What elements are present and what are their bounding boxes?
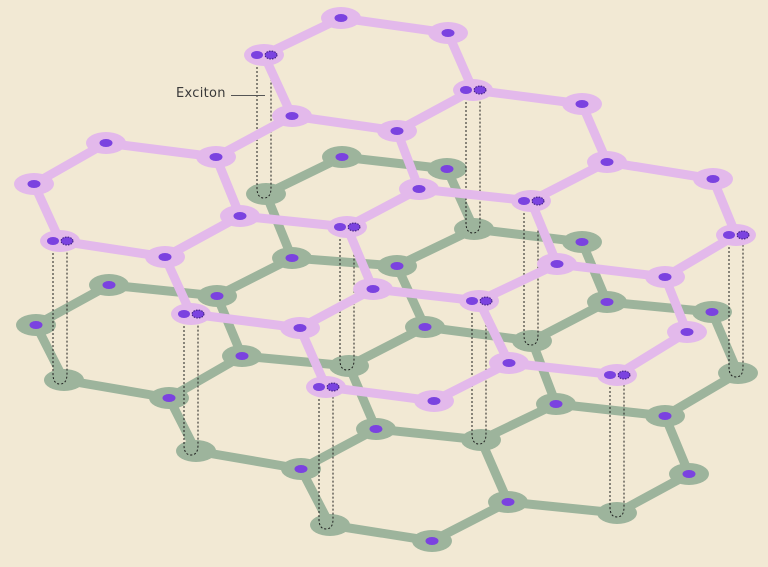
bottom-layer-electron — [549, 400, 563, 408]
bottom-layer-electron — [285, 254, 299, 262]
bottom-layer-electron — [425, 537, 439, 545]
top-layer-electron — [412, 185, 426, 193]
top-layer-atom — [244, 44, 284, 66]
exciton-link — [471, 301, 487, 445]
bottom-layer-electron — [102, 281, 116, 289]
top-layer-electron — [158, 253, 172, 261]
top-layer-electron — [550, 260, 564, 268]
exciton-hole — [347, 222, 361, 232]
top-layer-atom — [327, 216, 367, 238]
bottom-layer-atom — [718, 362, 758, 384]
bottom-layer-electron — [162, 394, 176, 402]
bottom-layer-electron — [29, 321, 43, 329]
top-layer-electron — [390, 127, 404, 135]
bottom-layer-electron — [210, 292, 224, 300]
bottom-layer-electron — [294, 465, 308, 473]
exciton-label: Exciton — [176, 86, 226, 101]
top-layer-electron — [285, 112, 299, 120]
top-layer-electron — [233, 212, 247, 220]
bottom-layer-atom — [461, 429, 501, 451]
exciton-hole — [531, 196, 545, 206]
top-layer-electron — [366, 285, 380, 293]
exciton-electron — [251, 51, 263, 59]
exciton-electron — [313, 383, 325, 391]
exciton-hole — [736, 230, 750, 240]
exciton-links — [52, 55, 744, 530]
bottom-layer-atom — [44, 369, 84, 391]
top-layer-electron — [600, 158, 614, 166]
exciton-link — [318, 387, 334, 530]
exciton-hole — [264, 50, 278, 60]
top-layer-electron — [575, 100, 589, 108]
top-layer-electron — [209, 153, 223, 161]
exciton-electron — [723, 231, 735, 239]
top-layer-atom — [716, 224, 756, 246]
exciton-electron — [334, 223, 346, 231]
top-layer-atom — [171, 303, 211, 325]
top-layer-atom — [453, 79, 493, 101]
bottom-layer-electron — [658, 412, 672, 420]
top-layer-electron — [706, 175, 720, 183]
bottom-layer-atom — [176, 440, 216, 462]
bottom-layer-electron — [235, 352, 249, 360]
top-layer-electron — [502, 359, 516, 367]
exciton-electron — [47, 237, 59, 245]
bottom-layer-atom — [454, 218, 494, 240]
top-layer-atom — [40, 230, 80, 252]
exciton-electron — [460, 86, 472, 94]
top-layer-electron — [658, 273, 672, 281]
top-layer-electron — [99, 139, 113, 147]
top-layer-atom — [459, 290, 499, 312]
top-layer-electron — [441, 29, 455, 37]
bottom-layer-electron — [418, 323, 432, 331]
top-layer-atom — [597, 364, 637, 386]
top-layer-electron — [334, 14, 348, 22]
top-layer-atom — [511, 190, 551, 212]
bottom-layer-atom — [597, 502, 637, 524]
exciton-hole — [60, 236, 74, 246]
exciton-electron — [518, 197, 530, 205]
bottom-layer-atom — [329, 355, 369, 377]
exciton-hole — [191, 309, 205, 319]
top-layer-electron — [27, 180, 41, 188]
exciton-hole — [617, 370, 631, 380]
exciton-hole — [473, 85, 487, 95]
bottom-layer-atoms — [16, 146, 758, 552]
exciton-link — [523, 201, 539, 346]
bottom-layer-electron — [369, 425, 383, 433]
bottom-layer-electron — [335, 153, 349, 161]
bottom-layer-electron — [575, 238, 589, 246]
top-layer-atoms — [14, 7, 756, 412]
exciton-electron — [604, 371, 616, 379]
exciton-electron — [178, 310, 190, 318]
exciton-label-leader-line — [231, 95, 265, 96]
bottom-layer-electron — [440, 165, 454, 173]
exciton-link — [183, 314, 199, 456]
top-layer-electron — [680, 328, 694, 336]
top-layer-atom — [306, 376, 346, 398]
exciton-link — [52, 241, 68, 385]
bottom-layer-electron — [682, 470, 696, 478]
exciton-link — [339, 227, 355, 371]
bottom-layer-electron — [705, 308, 719, 316]
exciton-link — [609, 375, 625, 518]
exciton-electron — [466, 297, 478, 305]
bottom-layer-atom — [512, 330, 552, 352]
bottom-layer-electron — [600, 298, 614, 306]
exciton-hole — [479, 296, 493, 306]
exciton-link — [465, 90, 481, 234]
top-layer-electron — [293, 324, 307, 332]
exciton-link — [256, 55, 272, 199]
bottom-layer-atom — [246, 183, 286, 205]
bottom-layer-bonds — [31, 152, 743, 546]
exciton-hole — [326, 382, 340, 392]
top-layer-electron — [427, 397, 441, 405]
bottom-layer-electron — [501, 498, 515, 506]
exciton-link — [728, 235, 744, 378]
bottom-layer-atom — [310, 514, 350, 536]
bottom-layer-electron — [390, 262, 404, 270]
